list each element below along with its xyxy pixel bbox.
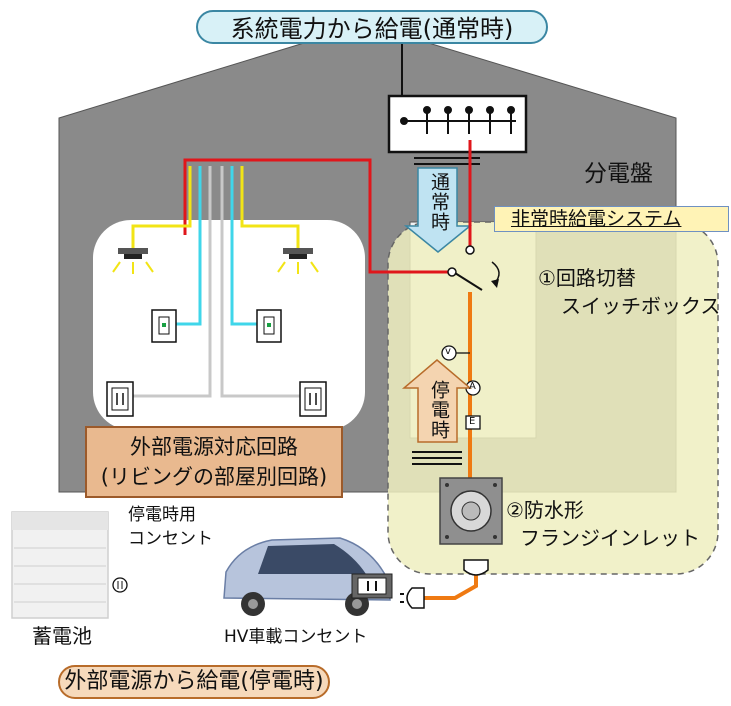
switch-box-title: ①回路切替 [538,266,636,290]
red-room-line [183,158,452,274]
car-outlet [351,573,393,599]
car-outlet-label: HV車載コンセント [224,627,368,647]
circuit-subtitle: (リビングの部屋別回路) [100,465,328,489]
normal-time-arrow [403,167,473,253]
outlet-caption-line2: コンセント [128,529,213,549]
emergency-system-label: 非常時給電システム [494,206,729,232]
external-feed-label: 外部電源から給電(停電時) [58,665,330,699]
grid-feed-label: 系統電力から給電(通常時) [196,10,548,44]
switch-lever [454,272,483,291]
inlet-subtitle: フランジインレット [520,526,700,550]
wall-switch-right [256,309,282,343]
extension-cable [424,570,478,600]
outlet-caption-line1: 停電時用 [128,505,196,525]
distribution-panel-label: 分電盤 [584,161,653,187]
outage-time-label: 停電時 [428,380,450,440]
voltmeter-label: v [445,346,451,357]
storage-battery [11,511,109,619]
ceiling-light-left [112,248,154,274]
outlet-left [106,381,134,417]
inlet-title: ②防水形 [506,498,584,522]
breaker-contacts [400,106,516,134]
outlet-right [299,381,327,417]
switch-box-subtitle: スイッチボックス [561,294,721,318]
external-power-circuit-box: 外部電源対応回路 (リビングの部屋別回路) [85,426,343,498]
earth-leakage-label: E [469,416,476,427]
normal-time-label: 通常時 [428,172,450,232]
ceiling-light-right [277,248,319,274]
small-outlet-icon [112,577,128,593]
distribution-panel [387,94,528,154]
ammeter-label: A [469,381,476,392]
cyan-switch-wires [174,166,258,326]
gray-outlet-wires [132,166,302,398]
wall-switch-left [151,309,177,343]
outage-arrow [401,359,473,443]
yellow-lighting-wires [131,166,300,248]
battery-label: 蓄電池 [32,624,92,648]
circuit-title: 外部電源対応回路 [130,435,298,459]
